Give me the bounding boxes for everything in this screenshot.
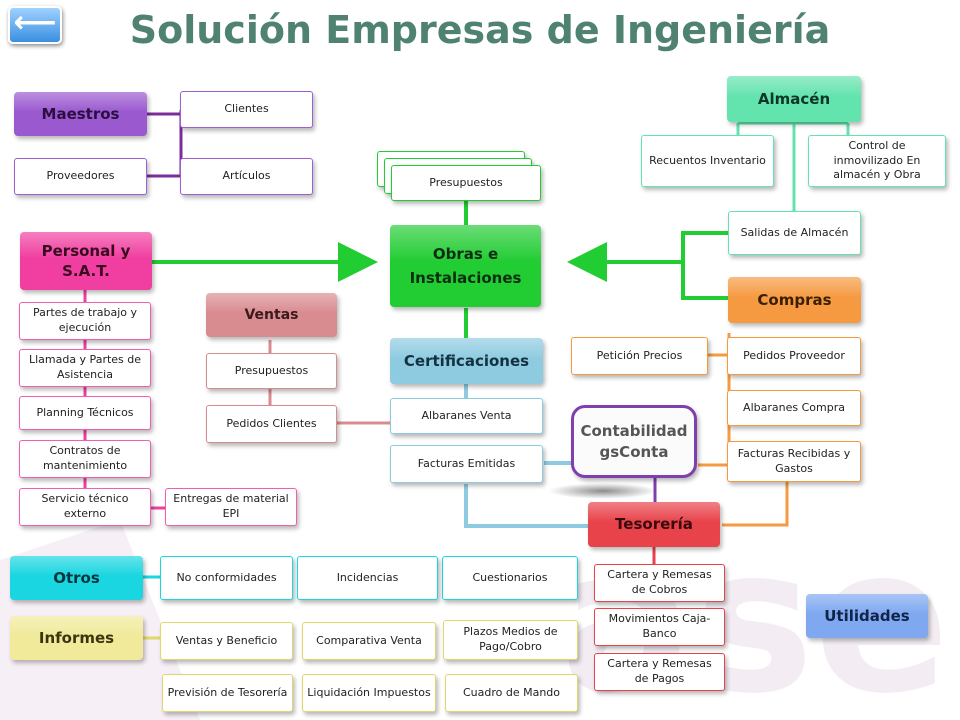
node-cuadro-mando[interactable]: Cuadro de Mando [445, 674, 578, 712]
node-comparativa-venta[interactable]: Comparativa Venta [302, 622, 436, 660]
node-tesoreria[interactable]: Tesorería [588, 502, 720, 547]
node-planning-tecnicos[interactable]: Planning Técnicos [19, 396, 151, 430]
node-liquidacion-impuestos[interactable]: Liquidación Impuestos [302, 674, 436, 712]
node-salidas-almacen[interactable]: Salidas de Almacén [728, 211, 861, 255]
node-recuentos-inventario[interactable]: Recuentos Inventario [641, 135, 774, 187]
node-articulos[interactable]: Artículos [180, 158, 313, 195]
node-facturas-recibidas[interactable]: Facturas Recibidas y Gastos [727, 441, 861, 482]
node-llamada-partes[interactable]: Llamada y Partes de Asistencia [19, 349, 151, 387]
contabilidad-shadow [548, 483, 658, 499]
node-prevision-tesoreria[interactable]: Previsión de Tesorería [162, 674, 293, 712]
node-informes[interactable]: Informes [10, 616, 143, 660]
node-control-inmovilizado[interactable]: Control de inmovilizado En almacén y Obr… [808, 135, 946, 187]
node-no-conformidades[interactable]: No conformidades [160, 556, 293, 600]
node-partes-trabajo[interactable]: Partes de trabajo y ejecución [19, 302, 151, 340]
node-utilidades[interactable]: Utilidades [806, 594, 928, 638]
node-ventas[interactable]: Ventas [206, 293, 337, 337]
node-pedidos-clientes[interactable]: Pedidos Clientes [206, 405, 337, 443]
node-servicio-tecnico[interactable]: Servicio técnico externo [19, 488, 151, 526]
back-arrow-button[interactable]: ⟵ [8, 6, 62, 44]
node-ventas-beneficio[interactable]: Ventas y Beneficio [160, 622, 293, 660]
node-compras[interactable]: Compras [728, 277, 861, 323]
node-incidencias[interactable]: Incidencias [297, 556, 438, 600]
node-certificaciones[interactable]: Certificaciones [390, 338, 543, 384]
node-presupuestos-ventas[interactable]: Presupuestos [206, 353, 337, 389]
node-plazos-medios[interactable]: Plazos Medios de Pago/Cobro [443, 620, 578, 660]
node-obras-instalaciones[interactable]: Obras e Instalaciones [390, 225, 541, 307]
node-personal-sat[interactable]: Personal y S.A.T. [20, 232, 152, 290]
node-contratos-mantenimiento[interactable]: Contratos de mantenimiento [19, 440, 151, 478]
node-albaranes-venta[interactable]: Albaranes Venta [390, 398, 543, 434]
node-cartera-cobros[interactable]: Cartera y Remesas de Cobros [594, 564, 725, 602]
node-albaranes-compra[interactable]: Albaranes Compra [727, 390, 861, 426]
node-pedidos-proveedor[interactable]: Pedidos Proveedor [727, 337, 861, 375]
node-proveedores[interactable]: Proveedores [14, 158, 147, 195]
node-almacen[interactable]: Almacén [727, 76, 861, 122]
node-movimientos-caja-banco[interactable]: Movimientos Caja-Banco [594, 608, 725, 646]
node-maestros[interactable]: Maestros [14, 92, 147, 136]
page-title: Solución Empresas de Ingeniería [129, 8, 831, 52]
node-otros[interactable]: Otros [10, 556, 143, 600]
node-clientes[interactable]: Clientes [180, 91, 313, 128]
node-cartera-pagos[interactable]: Cartera y Remesas de Pagos [594, 653, 725, 691]
node-contabilidad-gsconta[interactable]: Contabilidad gsConta [571, 405, 697, 478]
node-presupuestos-obra[interactable]: Presupuestos [391, 165, 541, 201]
node-entregas-epi[interactable]: Entregas de material EPI [165, 488, 297, 526]
node-cuestionarios[interactable]: Cuestionarios [442, 556, 578, 600]
node-peticion-precios[interactable]: Petición Precios [571, 337, 708, 375]
node-facturas-emitidas[interactable]: Facturas Emitidas [390, 445, 543, 483]
